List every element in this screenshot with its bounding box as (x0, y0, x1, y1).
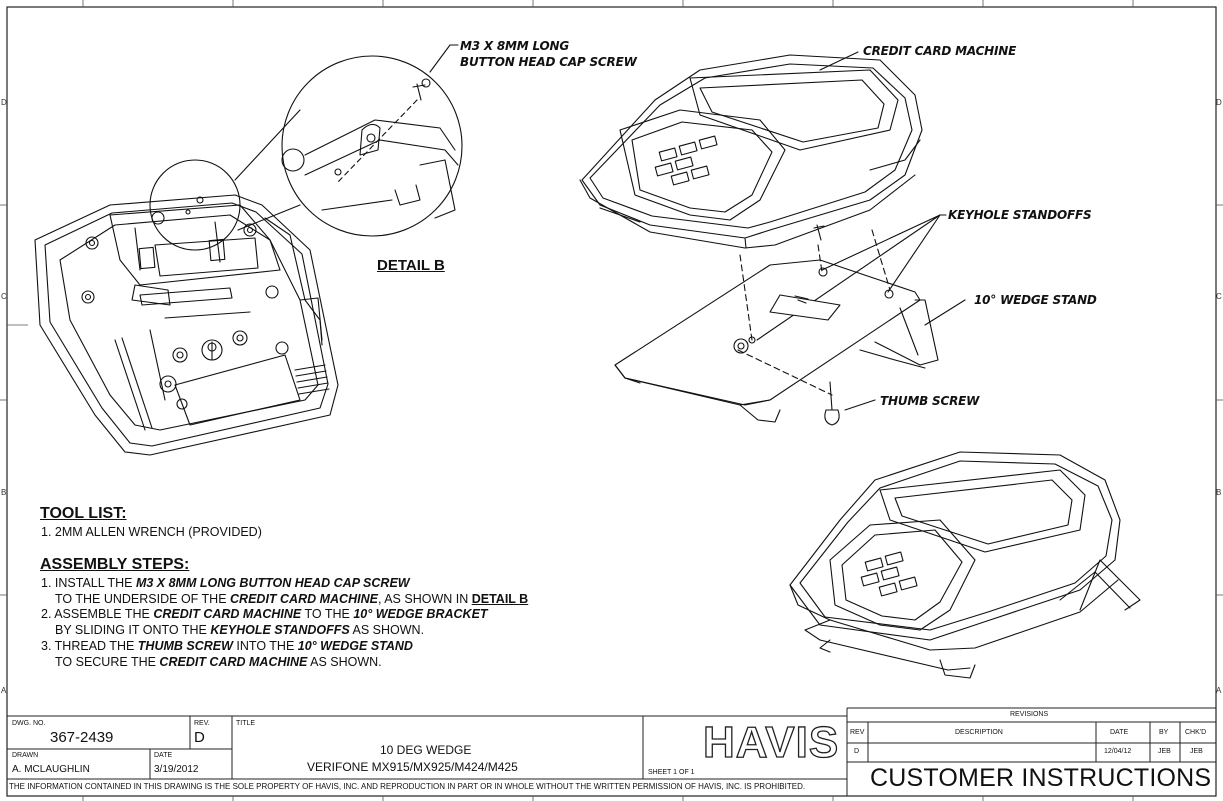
assembly-step-2-cont: BY SLIDING IT ONTO THE KEYHOLE STANDOFFS… (55, 623, 425, 637)
drawn-by: A. MCLAUGHLIN (12, 764, 90, 775)
disclaimer: THE INFORMATION CONTAINED IN THIS DRAWIN… (9, 782, 806, 791)
drawn-label: DRAWN (12, 752, 39, 759)
callout-wedge-stand: 10° WEDGE STAND (974, 293, 1097, 307)
zone-label-a: A (1, 686, 7, 695)
assembly-step-3: 3. THREAD THE THUMB SCREW INTO THE 10° W… (41, 639, 413, 653)
assembly-lines (737, 214, 947, 396)
credit-card-machine-exploded (579, 51, 923, 249)
tool-list-heading: TOOL LIST: (40, 505, 127, 522)
revisions-header-checked: CHK'D (1185, 729, 1207, 736)
assembly-step-3-cont: TO SECURE THE CREDIT CARD MACHINE AS SHO… (55, 655, 382, 669)
revision-row-date: 12/04/12 (1104, 748, 1132, 755)
rev-value: D (194, 729, 205, 746)
zone-label-a-right: A (1216, 686, 1222, 695)
assembly-step-1-cont: TO THE UNDERSIDE OF THE CREDIT CARD MACH… (55, 592, 529, 606)
assembly-steps-heading: ASSEMBLY STEPS: (40, 556, 190, 573)
drawing-title-line2: VERIFONE MX915/MX925/M424/M425 (307, 760, 518, 774)
zone-label-c-right: C (1216, 292, 1222, 301)
callout-screw-line2: BUTTON HEAD CAP SCREW (460, 55, 637, 69)
document-type: CUSTOMER INSTRUCTIONS (870, 764, 1212, 792)
title-label: TITLE (236, 720, 256, 727)
callout-credit-card-machine: CREDIT CARD MACHINE (863, 44, 1017, 58)
revision-row-rev: D (854, 748, 860, 755)
havis-logo: HAVIS (702, 717, 840, 767)
rev-label: REV. (194, 720, 210, 727)
revisions-header-description: DESCRIPTION (955, 729, 1003, 736)
revisions-header-by: BY (1159, 729, 1169, 736)
tool-list-item: 1. 2MM ALLEN WRENCH (PROVIDED) (41, 525, 262, 539)
sheet-number: SHEET 1 OF 1 (648, 769, 695, 776)
callout-screw: M3 X 8MM LONG (460, 39, 570, 53)
revisions-title: REVISIONS (1010, 711, 1049, 718)
assembled-view (789, 451, 1141, 679)
revision-row-by: JEB (1158, 748, 1171, 755)
zone-label-b-right: B (1216, 488, 1222, 497)
callout-thumb-screw: THUMB SCREW (880, 394, 980, 408)
zone-label-d-right: D (1216, 98, 1222, 107)
wedge-stand (614, 259, 966, 426)
zone-label-c: C (1, 292, 7, 301)
assembly-step-2: 2. ASSEMBLE THE CREDIT CARD MACHINE TO T… (41, 607, 488, 621)
detail-b-magnifier (149, 44, 463, 251)
detail-b-label: DETAIL B (377, 257, 445, 274)
zone-label-d: D (1, 98, 7, 107)
revisions-header-rev: REV (850, 729, 865, 736)
date-label: DATE (154, 752, 173, 759)
drawn-date: 3/19/2012 (154, 764, 199, 775)
zone-label-b: B (1, 488, 7, 497)
assembly-step-1: 1. INSTALL THE M3 X 8MM LONG BUTTON HEAD… (41, 576, 410, 590)
revisions-header-date: DATE (1110, 729, 1129, 736)
revision-row-checked: JEB (1190, 748, 1203, 755)
drawing-title-line1: 10 DEG WEDGE (380, 743, 472, 757)
dwg-no: 367-2439 (50, 729, 114, 746)
dwg-no-label: DWG. NO. (12, 720, 46, 727)
callout-keyhole-standoffs: KEYHOLE STANDOFFS (948, 208, 1092, 222)
